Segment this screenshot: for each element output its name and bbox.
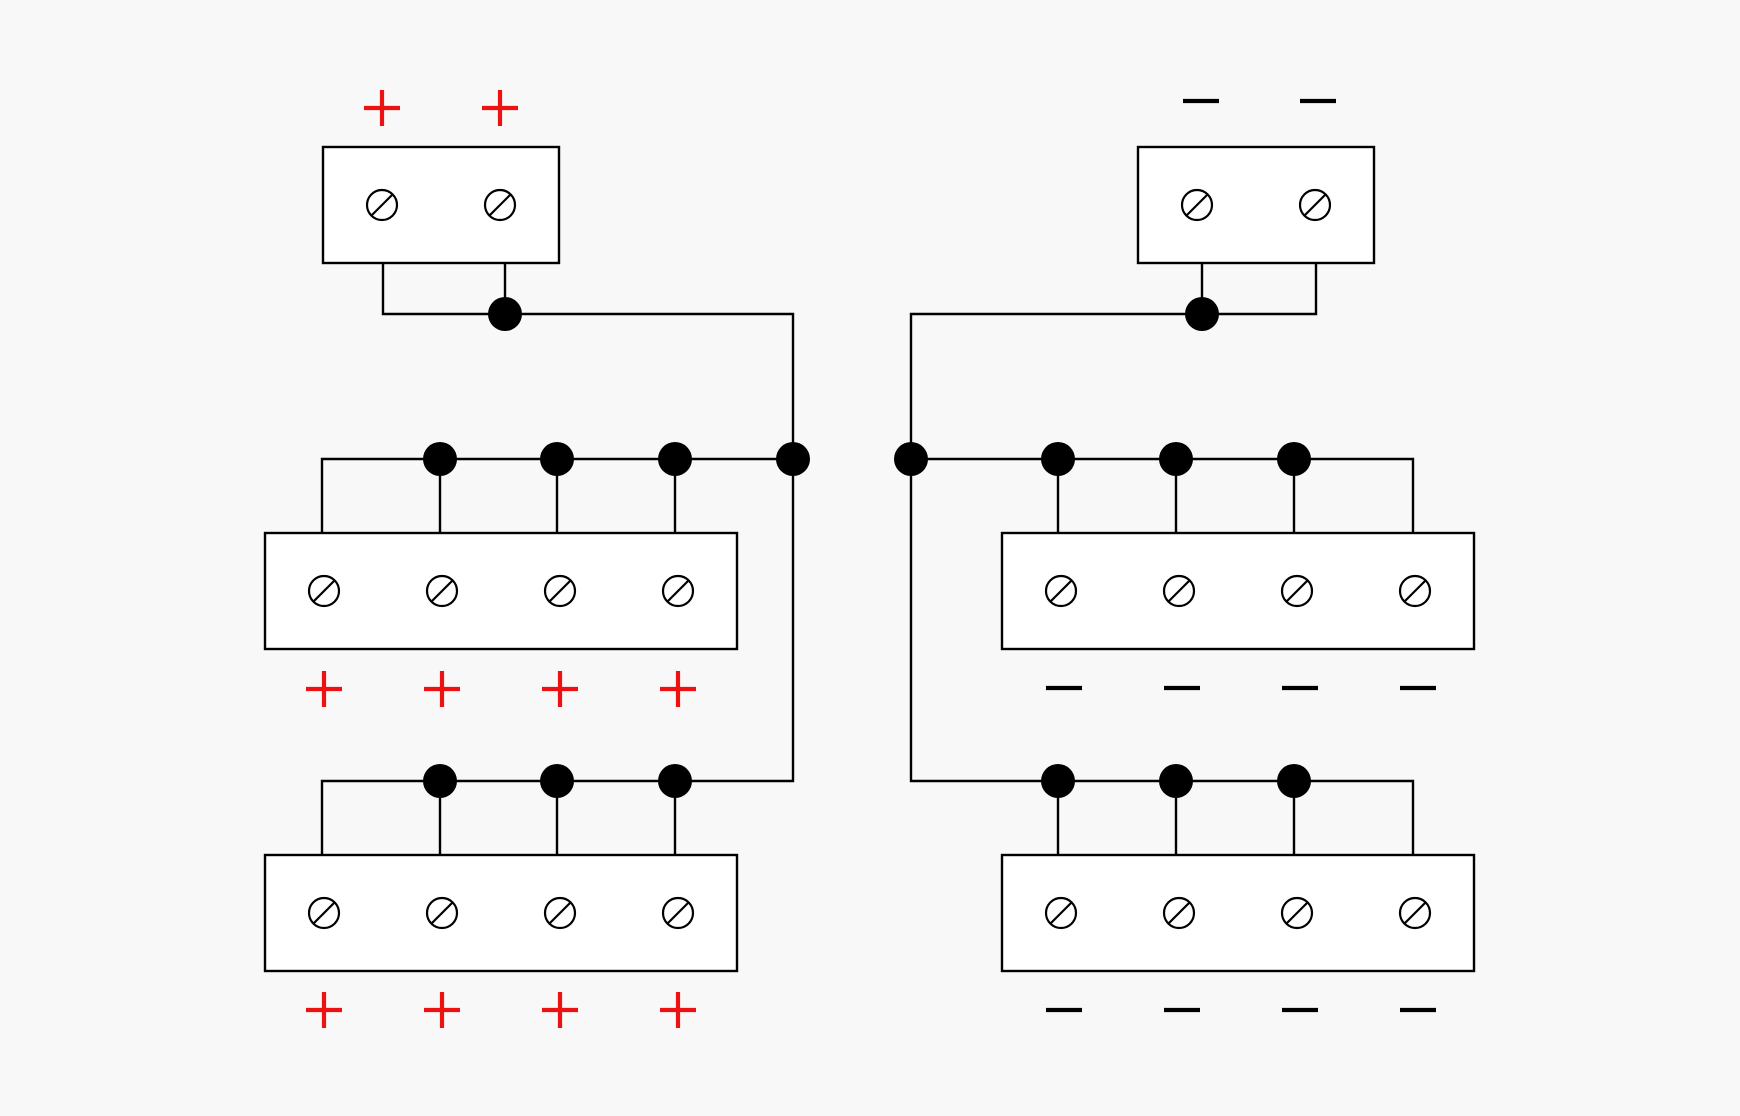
junction-dot: [776, 442, 810, 476]
junction-dot: [423, 442, 457, 476]
negative-group: [894, 98, 1476, 1013]
junction-dot: [1185, 297, 1219, 331]
screw-terminal: [1162, 896, 1196, 930]
positive-junctions: [423, 297, 810, 798]
screw-terminal: [1180, 188, 1214, 222]
screw-terminal: [1280, 896, 1314, 930]
junction-dot: [1159, 442, 1193, 476]
screw-terminal: [307, 574, 341, 608]
screw-terminal: [661, 574, 695, 608]
screw-terminal: [1398, 574, 1432, 608]
screw-terminal: [307, 896, 341, 930]
plus-mark: [482, 90, 518, 126]
positive-distribution-block-1: [263, 531, 739, 651]
screw-terminal: [425, 574, 459, 608]
plus-mark: [542, 671, 578, 707]
junction-dot: [894, 442, 928, 476]
junction-dot: [1277, 764, 1311, 798]
positive-source-marks: [364, 90, 518, 126]
screw-terminal: [365, 188, 399, 222]
screw-terminal: [543, 574, 577, 608]
junction-dot: [1041, 442, 1075, 476]
negative-junctions: [894, 297, 1311, 798]
screw-terminal: [1298, 188, 1332, 222]
positive-block-2-marks: [306, 992, 696, 1028]
screw-terminal: [1162, 574, 1196, 608]
positive-group: [263, 90, 810, 1028]
positive-distribution-block-2: [263, 853, 739, 973]
screw-terminal: [1044, 574, 1078, 608]
plus-mark: [306, 671, 342, 707]
junction-dot: [658, 764, 692, 798]
negative-distribution-block-1: [1000, 531, 1476, 651]
junction-dot: [1041, 764, 1075, 798]
screw-terminal: [661, 896, 695, 930]
junction-dot: [540, 442, 574, 476]
screw-terminal: [543, 896, 577, 930]
junction-dot: [488, 297, 522, 331]
plus-mark: [424, 992, 460, 1028]
screw-terminal: [483, 188, 517, 222]
junction-dot: [540, 764, 574, 798]
screw-terminal: [425, 896, 459, 930]
junction-dot: [658, 442, 692, 476]
screw-terminal: [1398, 896, 1432, 930]
junction-dot: [1277, 442, 1311, 476]
plus-mark: [542, 992, 578, 1028]
positive-source-block: [321, 145, 561, 265]
plus-mark: [364, 90, 400, 126]
plus-mark: [660, 671, 696, 707]
screw-terminal: [1044, 896, 1078, 930]
positive-block-1-marks: [306, 671, 696, 707]
plus-mark: [306, 992, 342, 1028]
negative-distribution-block-2: [1000, 853, 1476, 973]
junction-dot: [423, 764, 457, 798]
screw-terminal: [1280, 574, 1314, 608]
negative-source-block: [1136, 145, 1376, 265]
plus-mark: [660, 992, 696, 1028]
plus-mark: [424, 671, 460, 707]
junction-dot: [1159, 764, 1193, 798]
